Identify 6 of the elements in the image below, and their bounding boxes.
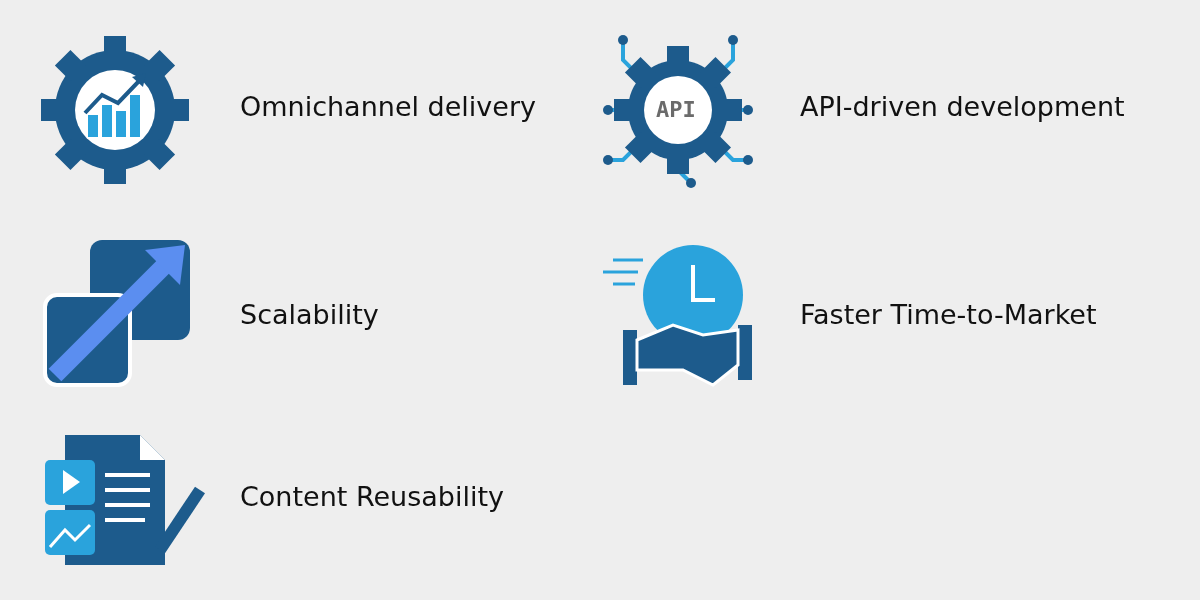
feature-label: Scalability [240, 298, 379, 332]
feature-label: Omnichannel delivery [240, 90, 536, 124]
icon-text: API [656, 97, 696, 123]
feature-label: API-driven development [800, 90, 1125, 124]
feature-label: Content Reusability [240, 480, 505, 514]
feature-label: Faster Time-to-Market [800, 298, 1097, 332]
